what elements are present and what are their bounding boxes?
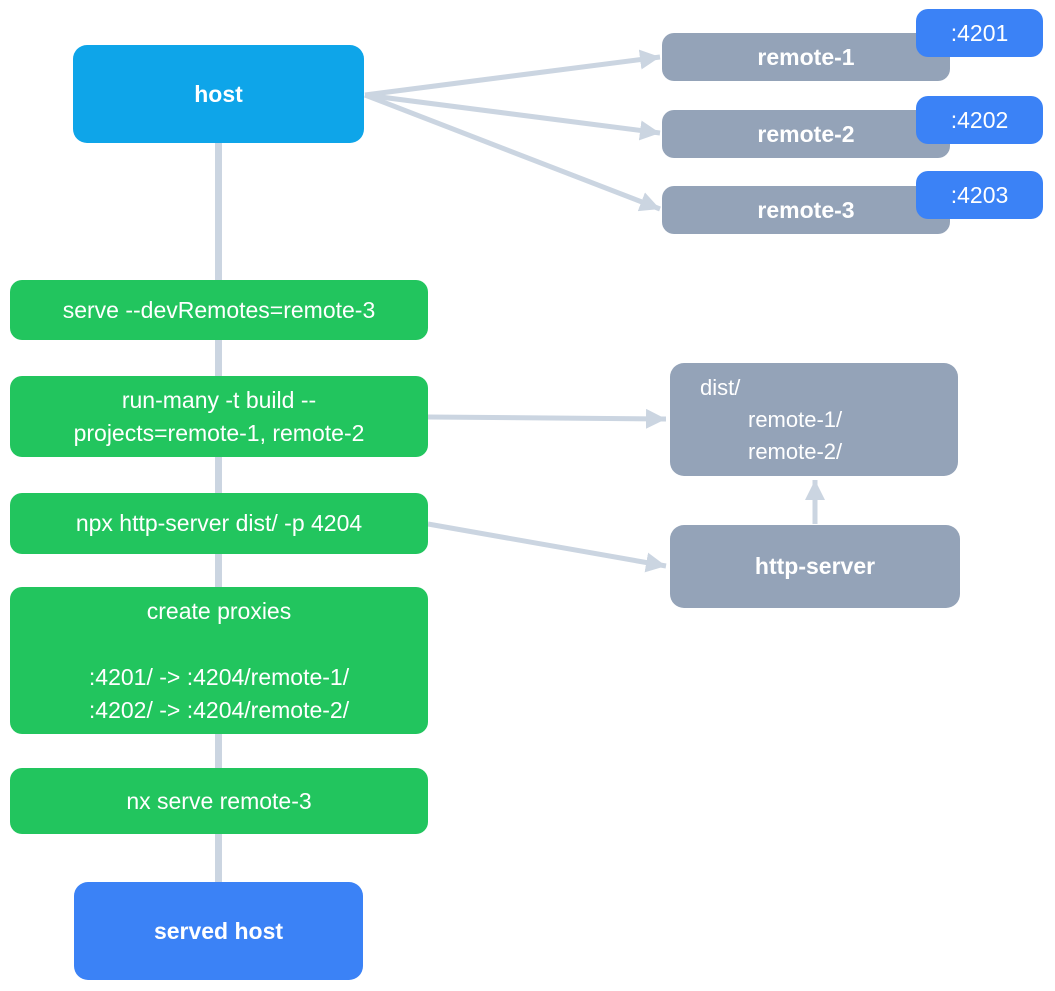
host-node: host <box>73 45 364 143</box>
port-4203-label: :4203 <box>950 181 1009 208</box>
step-run-many-line-1: run-many -t build -- <box>121 386 317 413</box>
served-host-node: served host <box>74 882 363 980</box>
arrow-npx-httpserver <box>427 521 667 573</box>
dist-remote-2-label: remote-2/ <box>748 438 843 464</box>
remote-2-label: remote-2 <box>757 120 855 147</box>
remote-3-label: remote-3 <box>757 196 855 223</box>
dist-folder-node: dist/ remote-1/ remote-2/ <box>670 363 958 476</box>
step-run-many-build: run-many -t build -- projects=remote-1, … <box>10 376 428 457</box>
port-badge-4201: :4201 <box>916 9 1043 57</box>
remote-2-node: remote-2 <box>662 110 950 158</box>
port-badge-4203: :4203 <box>916 171 1043 219</box>
step-proxy-rule-1: :4201/ -> :4204/remote-1/ <box>88 663 350 690</box>
step-proxy-rule-2: :4202/ -> :4204/remote-2/ <box>88 696 350 723</box>
step-create-proxies: create proxies :4201/ -> :4204/remote-1/… <box>10 587 428 734</box>
host-label: host <box>194 80 243 107</box>
dist-remote-1-label: remote-1/ <box>748 406 843 432</box>
http-server-node: http-server <box>670 525 960 608</box>
remote-3-node: remote-3 <box>662 186 950 234</box>
dist-root-label: dist/ <box>700 374 741 400</box>
step-create-proxies-title: create proxies <box>146 597 292 624</box>
step-serve-devremotes: serve --devRemotes=remote-3 <box>10 280 428 340</box>
http-server-label: http-server <box>754 553 876 579</box>
served-host-label: served host <box>153 917 284 944</box>
arrow-host-remote-3 <box>364 92 661 212</box>
step-npx-http-server: npx http-server dist/ -p 4204 <box>10 493 428 554</box>
step-run-many-line-2: projects=remote-1, remote-2 <box>73 419 365 446</box>
remote-1-label: remote-1 <box>757 43 855 70</box>
step-npx-http-server-text: npx http-server dist/ -p 4204 <box>75 510 363 536</box>
arrow-host-remote-1 <box>364 49 661 98</box>
port-badge-4202: :4202 <box>916 96 1043 144</box>
port-4201-label: :4201 <box>950 19 1009 46</box>
remote-1-node: remote-1 <box>662 33 950 81</box>
arrow-build-dist <box>427 408 667 429</box>
step-serve-devremotes-text: serve --devRemotes=remote-3 <box>62 296 376 323</box>
step-nx-serve-remote-3-text: nx serve remote-3 <box>126 787 312 814</box>
port-4202-label: :4202 <box>950 106 1009 133</box>
arrow-host-remote-2 <box>364 92 661 141</box>
step-nx-serve-remote-3: nx serve remote-3 <box>10 768 428 834</box>
